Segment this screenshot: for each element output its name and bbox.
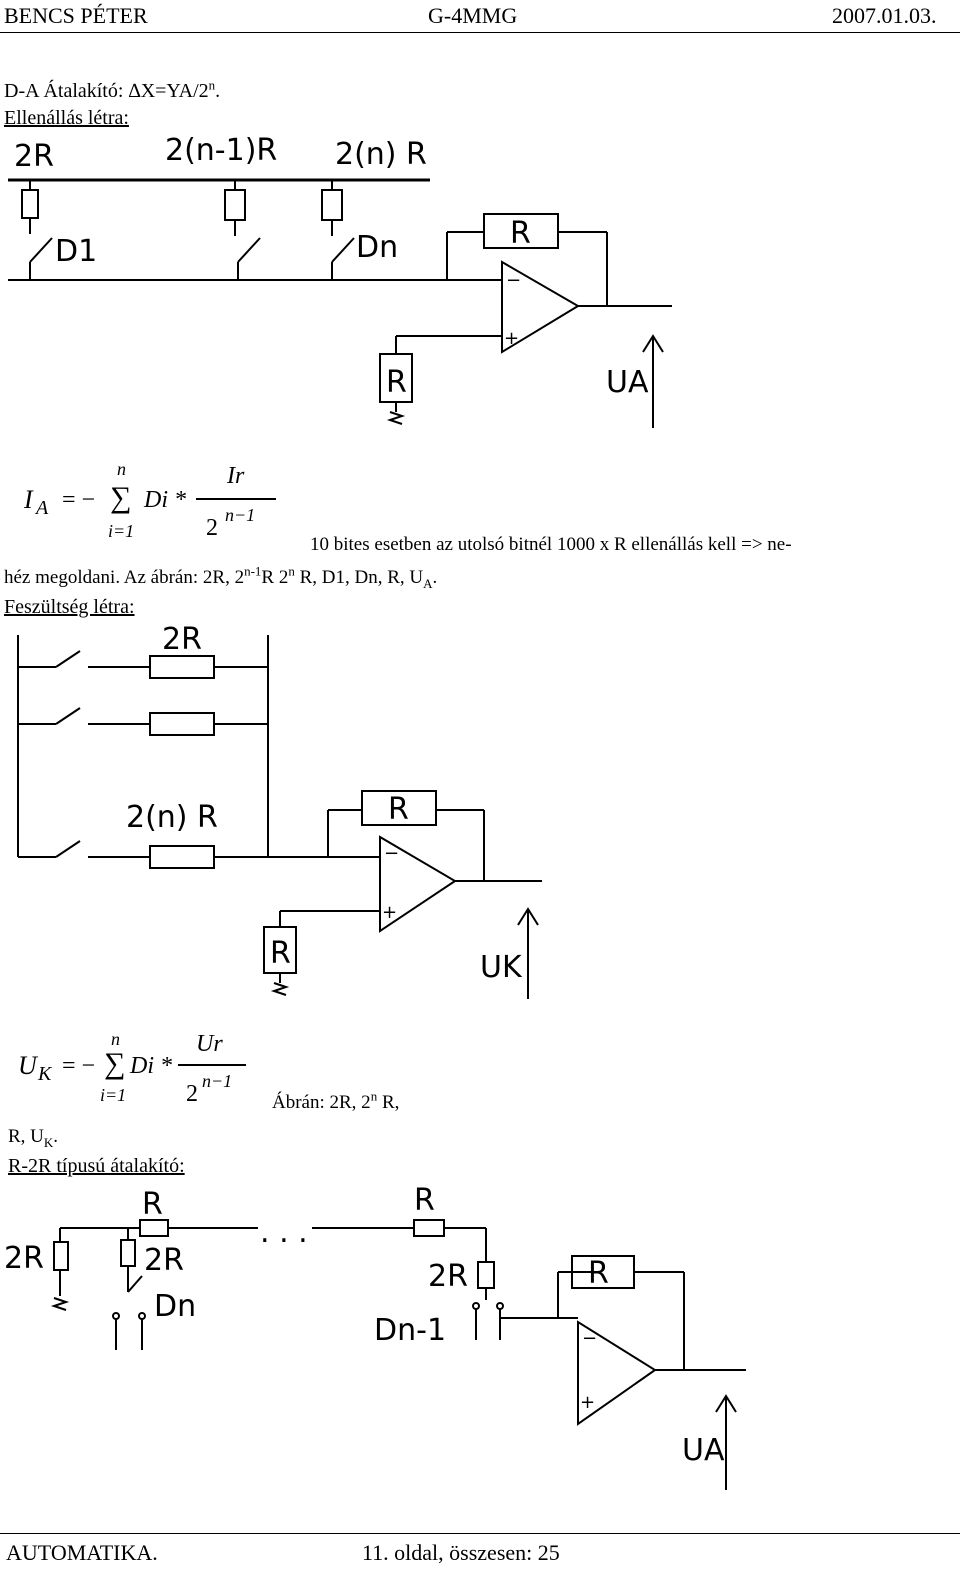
svg-text:+: +: [504, 328, 519, 349]
footer-page: 11. oldal, összesen: 25: [362, 1540, 560, 1565]
label-ground-r: R: [386, 365, 407, 400]
label-dots: . . .: [260, 1215, 308, 1250]
note-figure-parts-3: R, UK.: [8, 1126, 59, 1150]
header-rule: [0, 32, 960, 33]
r2r-ladder-circuit: R R 2R 2R 2R Dn Dn-1 . . . R − + UA: [4, 1183, 746, 1490]
label-2r-left: 2R: [4, 1241, 44, 1276]
note-figure-parts-2: Ábrán: 2R, 2n R,: [272, 1088, 400, 1113]
resistor-ladder-circuit: 2R 2(n-1)R 2(n) R D1 Dn R − + R UA: [8, 133, 672, 428]
header-date: 2007.01.03.: [832, 3, 937, 28]
label-dn: Dn: [154, 1289, 196, 1324]
section2-heading: Feszültség létra:: [4, 596, 135, 618]
footer-rule: [0, 1533, 960, 1534]
label-ground-r: R: [270, 936, 291, 971]
label-2nr: 2(n) R: [126, 800, 218, 835]
voltage-formula: U K = − n ∑ i=1 Di * Ur 2 n−1: [0, 1025, 300, 1125]
svg-text:−: −: [582, 1328, 597, 1349]
label-2nr: 2(n) R: [335, 137, 427, 172]
note-10bit: 10 bites esetben az utolsó bitnél 1000 x…: [310, 534, 792, 555]
footer-title: AUTOMATIKA.: [6, 1540, 158, 1565]
label-top-r2: R: [414, 1183, 435, 1218]
svg-text:−: −: [506, 270, 521, 291]
label-output-uk: UK: [480, 950, 523, 985]
svg-text:+: +: [580, 1392, 595, 1413]
section1-heading: Ellenállás létra:: [4, 107, 129, 129]
label-output-ua: UA: [682, 1433, 725, 1468]
voltage-ladder-circuit: 2R 2(n) R R − + R UK: [17, 622, 542, 999]
current-formula: I A = − n ∑ i=1 Di * Ir 2 n−1: [0, 455, 300, 555]
label-2r-right: 2R: [428, 1259, 468, 1294]
section3-heading: R-2R típusú átalakító:: [8, 1155, 185, 1177]
label-2r: 2R: [162, 622, 202, 657]
label-dn-1: Dn-1: [374, 1313, 446, 1348]
label-d1: D1: [55, 234, 97, 269]
label-top-r1: R: [142, 1187, 163, 1222]
label-dn: Dn: [356, 230, 398, 265]
header-author: BENCS PÉTER: [4, 3, 148, 28]
svg-text:−: −: [384, 843, 399, 864]
note-figure-parts: héz megoldani. Az ábrán: 2R, 2n-1R 2n R,…: [4, 563, 438, 591]
label-2r-mid: 2R: [144, 1243, 184, 1278]
intro-line: D-A Átalakító: ∆X=YA/2n.: [4, 77, 221, 102]
label-feedback-r: R: [388, 792, 409, 827]
label-feedback-r: R: [588, 1256, 609, 1291]
label-2n-1r: 2(n-1)R: [165, 133, 277, 168]
label-feedback-r: R: [510, 216, 531, 251]
svg-text:+: +: [382, 902, 397, 923]
label-output-ua: UA: [606, 365, 649, 400]
label-2r: 2R: [14, 139, 54, 174]
header-course: G-4MMG: [428, 3, 518, 28]
